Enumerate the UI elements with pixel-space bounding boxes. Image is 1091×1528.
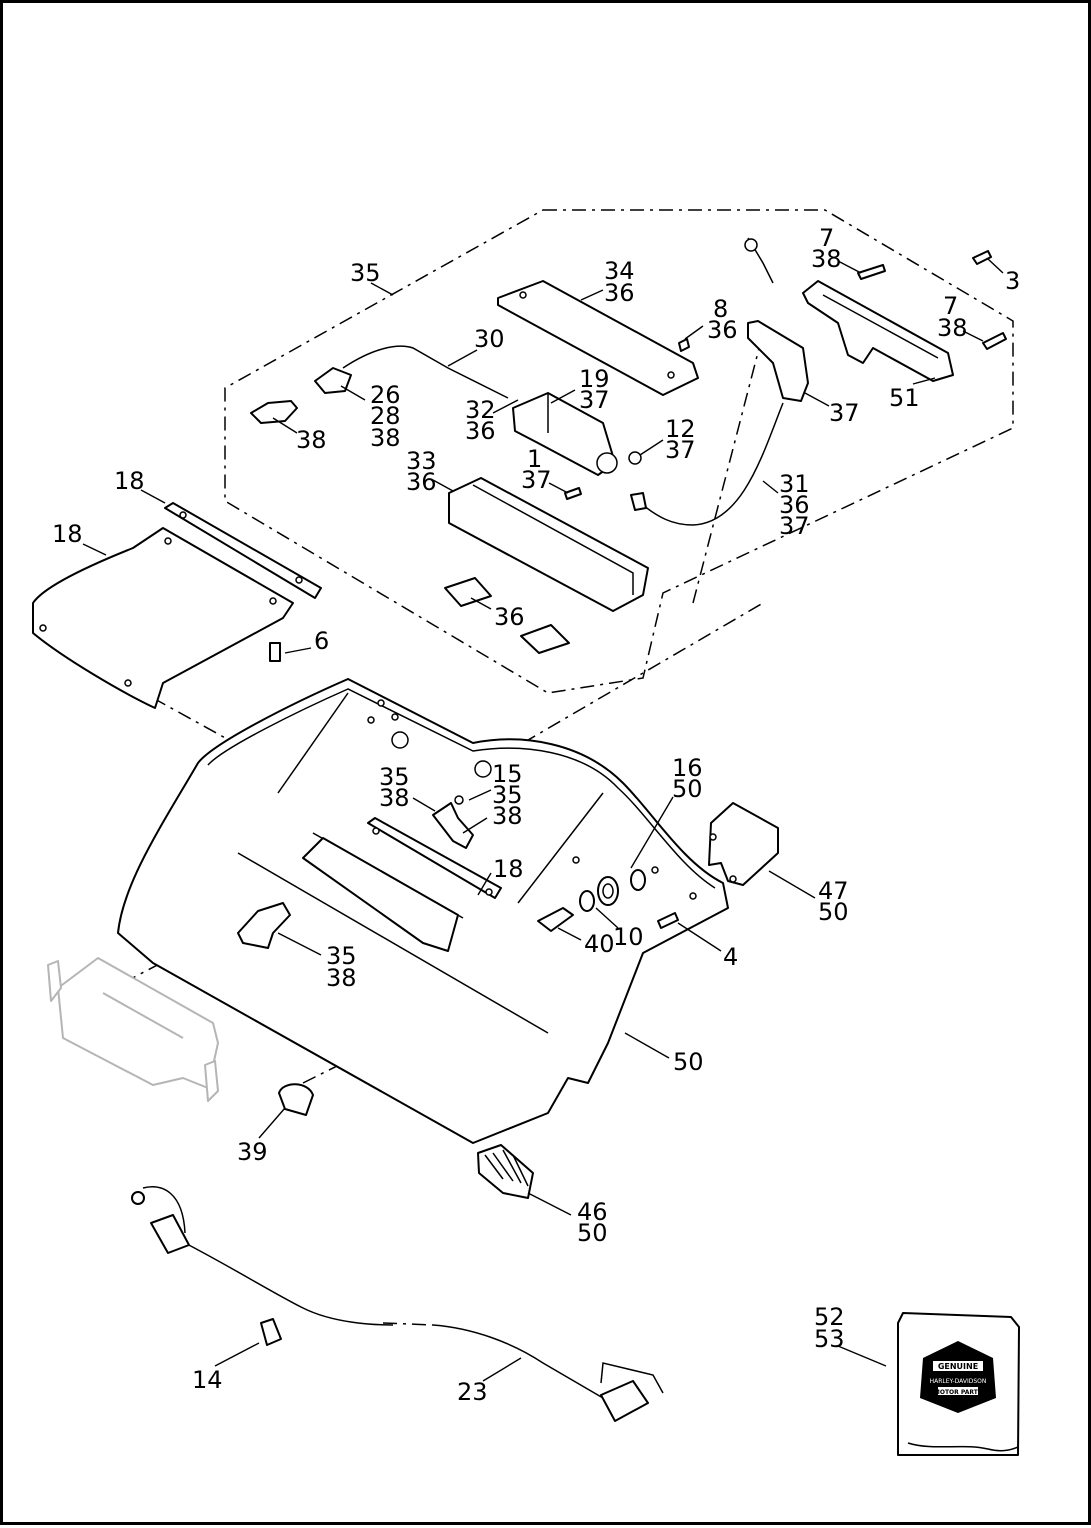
callout-label: 50 <box>672 775 703 803</box>
callout-label: 37 <box>579 386 610 414</box>
callout-label: 39 <box>237 1138 268 1166</box>
connector-line <box>382 1322 434 1326</box>
genuine-motor-parts-badge-icon <box>920 1341 996 1413</box>
callout-label: 10 <box>613 923 644 951</box>
callout-label: 28 <box>370 402 401 430</box>
callout-label: 3 <box>1005 267 1020 295</box>
logo-lettering: GENUINE HARLEY-DAVIDSON MOTOR PARTS <box>930 1362 987 1396</box>
callout-label: 38 <box>296 426 327 454</box>
lock-harness-wire <box>342 345 509 399</box>
callout-label: 15 <box>492 760 523 788</box>
callout-label: 52 <box>814 1303 845 1331</box>
lock-housing-tray <box>448 477 649 612</box>
callout-label: 38 <box>379 784 410 812</box>
callout-label: 34 <box>604 257 635 285</box>
connector-line <box>522 602 764 744</box>
lid-wiring-harness <box>131 1186 664 1422</box>
callout-labels: 35 34 36 7 38 3 8 36 7 38 30 26 28 38 38… <box>52 224 1020 1406</box>
lock-cover-plate <box>497 280 699 396</box>
callout-label: 37 <box>829 399 860 427</box>
callout-label: 35 <box>350 259 381 287</box>
release-cable <box>637 402 784 526</box>
callout-label: 6 <box>314 627 329 655</box>
connector-line <box>692 332 764 604</box>
nut <box>628 451 642 465</box>
callout-label: 33 <box>406 447 437 475</box>
callout-label: 40 <box>584 930 615 958</box>
adhesive-pad <box>520 624 570 654</box>
bumper <box>579 869 646 912</box>
callout-label: 38 <box>326 964 357 992</box>
callout-label: 53 <box>814 1325 845 1353</box>
hinge-spring <box>477 1144 534 1199</box>
callout-label: 47 <box>818 877 849 905</box>
callout-label: 35 <box>492 781 523 809</box>
logo-line: MOTOR PARTS <box>934 1389 982 1396</box>
callout-label: 35 <box>379 763 410 791</box>
callout-label: 1 <box>527 445 542 473</box>
callout-label: 14 <box>192 1366 223 1394</box>
callout-label: 36 <box>406 468 437 496</box>
hinge-strip <box>164 502 322 599</box>
callout-label: 23 <box>457 1378 488 1406</box>
callout-label: 37 <box>521 466 552 494</box>
cable-end <box>630 492 647 511</box>
callout-label: 16 <box>672 754 703 782</box>
callout-label: 7 <box>819 224 834 252</box>
callout-label: 38 <box>492 802 523 830</box>
callout-label: 7 <box>943 292 958 320</box>
callout-label: 31 <box>779 470 810 498</box>
link-bracket <box>747 320 809 402</box>
inner-hinge-plate <box>302 817 502 952</box>
callout-label: 50 <box>577 1219 608 1247</box>
callout-label: 36 <box>465 417 496 445</box>
callout-label: 38 <box>811 245 842 273</box>
lock-actuator <box>512 392 618 476</box>
callout-label: 35 <box>326 942 357 970</box>
callout-label: 30 <box>474 325 505 353</box>
callout-label: 36 <box>707 316 738 344</box>
callout-label: 36 <box>779 491 810 519</box>
callout-label: 32 <box>465 396 496 424</box>
lid-hinge-bracket <box>708 802 779 886</box>
callout-label: 50 <box>673 1048 704 1076</box>
callout-label: 18 <box>114 467 145 495</box>
callout-label: 12 <box>665 415 696 443</box>
callout-label: 8 <box>713 295 728 323</box>
callout-label: 38 <box>937 314 968 342</box>
lock-assembly-boundary <box>224 209 1014 694</box>
lanyard-pin <box>537 907 574 932</box>
callout-label: 51 <box>889 384 920 412</box>
callout-label: 38 <box>370 424 401 452</box>
end-cap <box>278 1083 314 1116</box>
harness-connector <box>250 367 352 424</box>
callout-label: 37 <box>665 436 696 464</box>
leader-lines <box>82 258 1004 1382</box>
callout-label: 46 <box>577 1198 608 1226</box>
callout-label: 50 <box>818 898 849 926</box>
logo-line: HARLEY-DAVIDSON <box>930 1378 987 1385</box>
callout-label: 37 <box>779 512 810 540</box>
lid-liner <box>32 527 294 709</box>
exploded-parts-diagram: 35 34 36 7 38 3 8 36 7 38 30 26 28 38 38… <box>32 209 1020 1456</box>
touch-up-kit-box <box>897 1312 1020 1456</box>
callout-label: 26 <box>370 381 401 409</box>
latch-cam <box>432 802 474 849</box>
latch-bracket <box>744 237 954 382</box>
callout-label: 18 <box>52 520 83 548</box>
adhesive-pad <box>444 577 492 607</box>
callout-label: 19 <box>579 365 610 393</box>
callout-label: 36 <box>494 603 525 631</box>
reference-latch-mechanism <box>47 957 219 1102</box>
callout-label: 4 <box>723 943 738 971</box>
lid-screw <box>657 912 679 929</box>
harness-clip <box>260 1318 282 1346</box>
latch-receiver <box>237 902 291 949</box>
screw <box>269 250 1007 662</box>
retaining-clip <box>454 795 464 805</box>
logo-line: GENUINE <box>938 1362 978 1371</box>
callout-label: 18 <box>493 855 524 883</box>
callout-label: 36 <box>604 279 635 307</box>
